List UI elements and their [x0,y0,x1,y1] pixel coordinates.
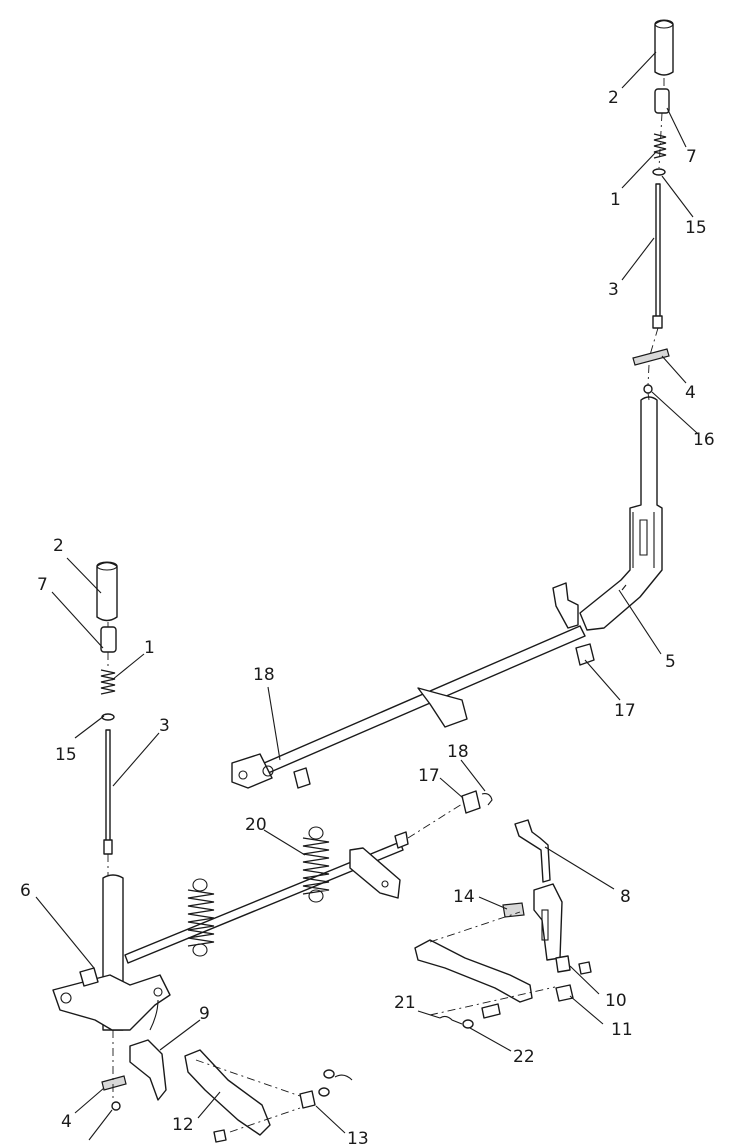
callout-18-mid: 18 [447,742,469,762]
callout-20: 20 [245,815,267,835]
ball-joint-13 [299,1090,316,1109]
callout-16: 16 [693,430,715,450]
link-rod-8 [514,819,551,883]
lower-shaft-assembly [124,790,493,964]
bushing-mid [461,790,481,814]
sleeve-right [654,88,670,114]
lower-right-linkage [414,819,592,1029]
extension-spring-20 [302,837,330,895]
callout-15-top: 15 [685,218,707,238]
nut-left [111,1101,121,1111]
bushing-upper-right [575,643,595,666]
extension-spring-left [187,889,215,947]
nut-right [643,384,653,394]
callout-3-left: 3 [159,716,170,736]
arm-9 [129,1039,167,1101]
cross-shaft-upper [231,625,595,789]
callout-17-top: 17 [614,701,636,721]
callout-4-left: 4 [61,1112,72,1132]
leader-lines [35,51,698,1141]
shift-lever-right [579,396,663,631]
callout-22: 22 [513,1047,535,1067]
spring-small-left [100,669,116,695]
callout-7-top: 7 [686,147,697,167]
callout-8: 8 [620,887,631,907]
callout-6: 6 [20,881,31,901]
lower-left-linkage [101,999,353,1143]
callout-1-left: 1 [144,638,155,658]
nut-11 [555,984,574,1002]
washer-left [101,713,115,721]
pin-right [632,348,670,366]
callout-14: 14 [453,887,475,907]
link-plate-left [184,1049,271,1136]
callout-15-left: 15 [55,745,77,765]
callout-13: 13 [347,1129,369,1144]
ball-joint-10 [555,955,571,973]
cotter-pin-21 [439,1015,463,1025]
callout-5: 5 [665,652,676,672]
callout-21: 21 [394,993,416,1013]
pin-14 [502,902,525,918]
pin-left [101,1075,127,1091]
callout-labels: 2 7 1 15 3 4 16 5 17 18 2 7 1 15 3 17 18… [20,88,715,1144]
washer-right [652,168,666,176]
callout-9: 9 [199,1004,210,1024]
callout-17-mid: 17 [418,766,440,786]
right-lever-assembly [552,19,674,631]
callout-18-upper: 18 [253,665,275,685]
callout-3-top: 3 [608,280,619,300]
left-lever-assembly [52,561,171,1031]
rod-right [655,183,661,319]
grip-knob-left [96,561,118,622]
spring-small-right [653,133,667,159]
washer-22 [462,1019,474,1029]
callout-1-top: 1 [610,190,621,210]
callout-4-top: 4 [685,383,696,403]
sleeve-left [100,626,117,653]
callout-11: 11 [611,1020,633,1040]
callout-2-left: 2 [53,536,64,556]
grip-knob-right [654,19,674,76]
callout-10: 10 [605,991,627,1011]
rod-left [105,729,111,843]
link-plate-right [414,939,533,1003]
callout-2-top: 2 [608,88,619,108]
callout-12: 12 [172,1115,194,1135]
callout-7-left: 7 [37,575,48,595]
